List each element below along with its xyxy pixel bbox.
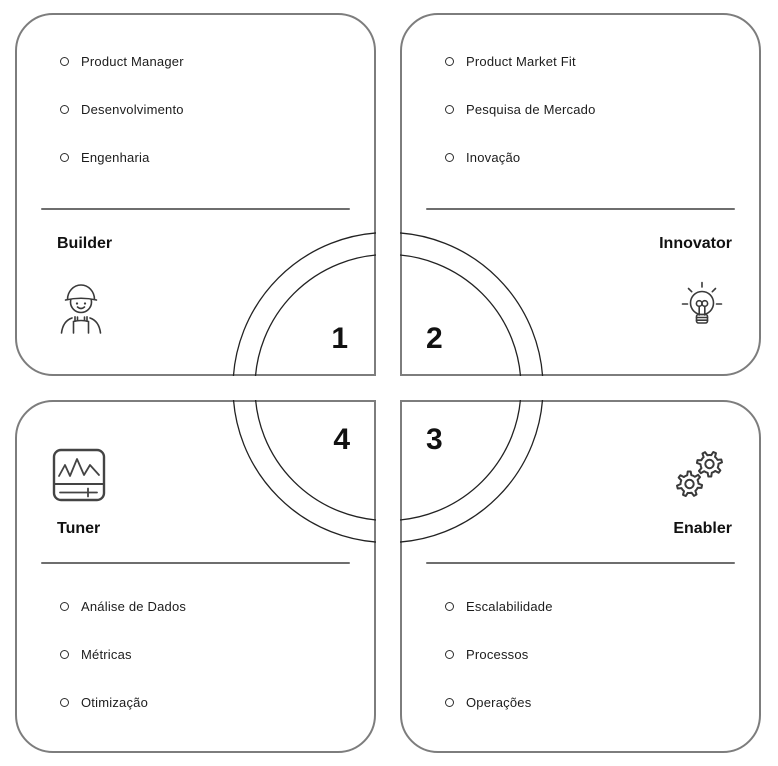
bullet-icon xyxy=(60,649,69,659)
quadrant-number-2: 2 xyxy=(426,322,443,355)
list-item: Escalabilidade xyxy=(445,596,553,616)
list-item: Otimização xyxy=(60,692,148,712)
construction-worker-icon xyxy=(57,278,105,334)
bullet-icon xyxy=(60,104,69,114)
lightbulb-icon xyxy=(676,277,728,331)
pulse-slider-icon xyxy=(52,448,106,502)
quadrant-title-tuner: Tuner xyxy=(57,520,101,537)
list-item: Pesquisa de Mercado xyxy=(445,99,596,119)
item-label: Escalabilidade xyxy=(466,598,553,614)
bullet-icon xyxy=(445,56,454,66)
item-label: Análise de Dados xyxy=(81,598,187,614)
quadrant-card-builder: Product Manager Desenvolvimento Engenhar… xyxy=(15,13,376,376)
list-item: Inovação xyxy=(445,147,520,167)
quadrant-number-4: 4 xyxy=(333,423,350,456)
item-label: Engenharia xyxy=(81,149,150,165)
bullet-icon xyxy=(445,649,454,659)
item-label: Pesquisa de Mercado xyxy=(466,101,596,117)
bullet-icon xyxy=(60,697,69,707)
item-label: Otimização xyxy=(81,694,149,710)
list-item: Engenharia xyxy=(60,147,150,167)
list-item: Métricas xyxy=(60,644,132,664)
quadrant-title-enabler: Enabler xyxy=(673,520,732,537)
divider xyxy=(426,562,735,564)
item-label: Product Manager xyxy=(81,53,184,69)
divider xyxy=(41,562,350,564)
quadrant-title-builder: Builder xyxy=(57,235,113,252)
bullet-icon xyxy=(445,152,454,162)
list-item: Desenvolvimento xyxy=(60,99,184,119)
bullet-icon xyxy=(445,601,454,611)
item-label: Processos xyxy=(466,646,529,662)
quadrant-number-1: 1 xyxy=(331,322,348,355)
list-item: Product Market Fit xyxy=(445,51,576,71)
bullet-icon xyxy=(445,104,454,114)
list-item: Operações xyxy=(445,692,531,712)
quadrant-card-innovator: Product Market Fit Pesquisa de Mercado I… xyxy=(400,13,761,376)
list-item: Análise de Dados xyxy=(60,596,186,616)
item-label: Product Market Fit xyxy=(466,53,576,69)
divider xyxy=(426,208,735,210)
item-label: Operações xyxy=(466,694,532,710)
item-label: Desenvolvimento xyxy=(81,101,184,117)
divider xyxy=(41,208,350,210)
quadrant-title-innovator: Innovator xyxy=(659,235,732,252)
gears-icon xyxy=(674,447,726,501)
quadrant-number-3: 3 xyxy=(426,423,443,456)
item-label: Inovação xyxy=(466,149,521,165)
item-label: Métricas xyxy=(81,646,132,662)
quadrant-card-tuner: 4 Tuner Análise de Dados Métricas xyxy=(15,400,376,753)
bullet-icon xyxy=(445,697,454,707)
bullet-icon xyxy=(60,56,69,66)
quadrant-card-enabler: 3 Enabler Escalabilidade Processos xyxy=(400,400,761,753)
bullet-icon xyxy=(60,152,69,162)
list-item: Processos xyxy=(445,644,529,664)
list-item: Product Manager xyxy=(60,51,184,71)
bullet-icon xyxy=(60,601,69,611)
